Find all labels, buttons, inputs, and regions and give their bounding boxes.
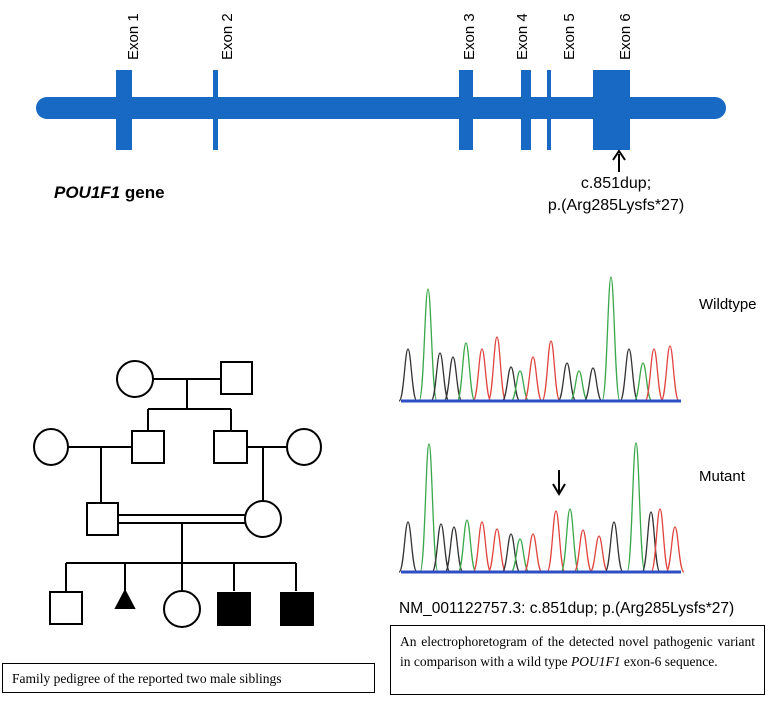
wildtype-peak <box>418 288 438 402</box>
mutant-peak <box>650 508 670 573</box>
mutant-peak <box>444 526 464 573</box>
gen2-son2-square <box>213 430 248 464</box>
gene-title: POU1F1 gene <box>54 183 165 202</box>
mother-circle <box>244 500 282 538</box>
variant-arrow-head <box>612 149 626 161</box>
wildtype-peak <box>601 276 621 402</box>
wildtype-peak <box>583 367 603 402</box>
wildtype-peak <box>487 336 507 402</box>
exon-4-block <box>521 70 531 150</box>
wildtype-trace <box>398 276 681 403</box>
wildtype-peak <box>510 370 530 402</box>
wildtype-peak <box>619 348 639 402</box>
wildtype-peak <box>398 348 418 402</box>
gen2-wife1-circle <box>33 428 69 466</box>
mutant-peak <box>641 511 661 573</box>
mutant-peak <box>573 529 593 573</box>
wildtype-peak <box>472 348 492 402</box>
mutant-peak <box>398 521 418 573</box>
exon-label-1: Exon 1 <box>125 13 142 60</box>
exon-label-2: Exon 2 <box>219 13 236 60</box>
child-affected-male-2 <box>280 592 314 626</box>
child-healthy-male <box>49 591 83 625</box>
variant-protein: p.(Arg285Lysfs*27) <box>548 197 684 214</box>
mutant-peak <box>560 508 580 573</box>
electro-caption: An electrophoretogram of the detected no… <box>400 634 755 669</box>
mutant-peak <box>457 519 477 573</box>
wildtype-peak <box>456 342 476 402</box>
gen2-wife2-circle <box>286 428 322 466</box>
mutant-peak <box>501 533 521 573</box>
child-healthy-female <box>163 590 201 628</box>
variant-cdna: c.851dup; <box>581 175 651 192</box>
variant-nomenclature: NM_001122757.3: c.851dup; p.(Arg285Lysfs… <box>399 600 734 617</box>
child-miscarriage-triangle <box>114 588 136 609</box>
exon-6-block <box>593 70 630 150</box>
mutant-trace <box>398 442 685 574</box>
wildtype-peak <box>644 348 664 402</box>
pedigree-caption: Family pedigree of the reported two male… <box>12 671 282 686</box>
mutant-peak <box>626 442 646 573</box>
exon-label-3: Exon 3 <box>461 13 478 60</box>
gen2-son1-square <box>131 430 165 464</box>
child-affected-male-1 <box>217 592 251 626</box>
pedigree-caption-box: Family pedigree of the reported two male… <box>2 663 375 693</box>
wildtype-peak <box>523 356 543 402</box>
electro-caption-gene: POU1F1 <box>570 654 621 669</box>
exon-label-4: Exon 4 <box>514 13 531 60</box>
exon-2-block <box>213 70 218 150</box>
mutant-peak <box>546 510 566 573</box>
mutant-peak <box>472 521 492 573</box>
mutation-arrow-head <box>552 483 566 496</box>
mutant-peak <box>510 538 530 573</box>
mutant-peak <box>431 523 451 573</box>
wildtype-label: Wildtype <box>699 296 757 313</box>
wildtype-peak <box>557 362 577 402</box>
pedigree <box>33 360 322 628</box>
electro-caption-box: An electrophoretogram of the detected no… <box>390 625 765 695</box>
exon-3-block <box>459 70 473 150</box>
mutant-peak <box>523 533 543 573</box>
exon-1-block <box>116 70 132 150</box>
mutant-peak <box>419 443 439 573</box>
exon-5-block <box>547 70 551 150</box>
grandfather-square <box>220 361 253 395</box>
gene-diagram: Exon 1 Exon 2 Exon 3 Exon 4 Exon 5 Exon … <box>36 13 726 214</box>
wildtype-peak <box>660 345 680 402</box>
wildtype-peak <box>501 366 521 402</box>
wildtype-peak <box>541 340 561 402</box>
wildtype-peak <box>443 356 463 402</box>
father-square <box>86 502 119 536</box>
wildtype-peak <box>430 352 450 402</box>
wildtype-peak <box>569 370 589 402</box>
gene-backbone <box>36 97 726 119</box>
mutant-peak <box>589 535 609 573</box>
mutant-peak <box>487 528 507 573</box>
exon-label-5: Exon 5 <box>561 13 578 60</box>
mutant-peak <box>665 526 685 573</box>
exon-label-6: Exon 6 <box>617 13 634 60</box>
grandmother-circle <box>116 360 154 398</box>
mutant-peak <box>604 521 624 573</box>
mutant-label: Mutant <box>699 468 746 485</box>
